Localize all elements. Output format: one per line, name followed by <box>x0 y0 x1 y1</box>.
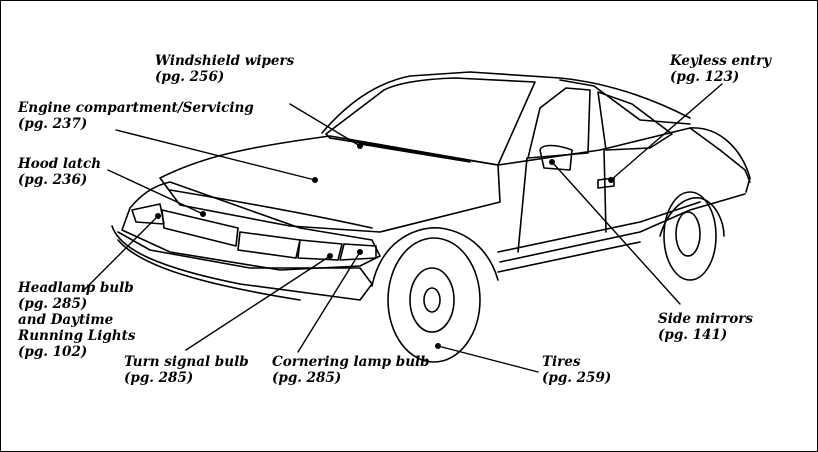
dot-keyless <box>608 177 614 183</box>
label-tires: Tires (pg. 259) <box>542 354 611 386</box>
label-windshield-wipers-name: Windshield wipers <box>155 53 295 69</box>
door-line-2 <box>603 149 607 233</box>
leader-hood-latch <box>107 169 204 215</box>
label-keyless-entry-page: (pg. 123) <box>670 69 740 85</box>
body-side-top <box>497 127 751 193</box>
label-headlamp-extra1: and Daytime <box>18 312 114 328</box>
hood <box>159 135 501 233</box>
grille <box>161 209 239 247</box>
leader-headlamp <box>83 215 159 291</box>
label-headlamp: Headlamp bulb (pg. 285) and Daytime Runn… <box>18 280 135 360</box>
body-molding <box>497 201 701 273</box>
label-engine-compartment-page: (pg. 237) <box>18 116 88 132</box>
label-keyless-entry: Keyless entry (pg. 123) <box>670 53 771 85</box>
cornering-lamp <box>339 243 377 261</box>
headlamp-left <box>131 203 165 225</box>
dot-mirrors <box>549 159 555 165</box>
label-engine-compartment: Engine compartment/Servicing (pg. 237) <box>18 100 254 132</box>
label-turn-signal: Turn signal bulb (pg. 285) <box>124 354 249 386</box>
label-tires-name: Tires <box>542 354 581 370</box>
dot-cornering <box>357 249 363 255</box>
rear-rim <box>675 211 701 257</box>
front-tire <box>387 237 481 363</box>
leader-turn-signal <box>185 255 331 351</box>
bumper-lower <box>117 239 301 301</box>
side-window-rear <box>597 91 673 151</box>
rear-quarter <box>689 127 751 183</box>
label-cornering-lamp-name: Cornering lamp bulb <box>272 354 430 370</box>
leader-tires <box>437 345 539 373</box>
label-side-mirrors-page: (pg. 141) <box>658 327 728 343</box>
front-hub <box>423 287 441 313</box>
turn-signal-lens <box>297 239 343 261</box>
label-tires-page: (pg. 259) <box>542 370 612 386</box>
side-window-front <box>527 87 591 159</box>
rear-tire <box>663 191 717 281</box>
label-hood-latch: Hood latch (pg. 236) <box>18 156 101 188</box>
dot-hood-latch <box>200 211 206 217</box>
label-side-mirrors: Side mirrors (pg. 141) <box>658 311 753 343</box>
dot-headlamp <box>155 213 161 219</box>
rear-window-pillar <box>559 79 691 125</box>
leader-windshield <box>289 103 361 147</box>
label-headlamp-page: (pg. 285) <box>18 296 88 312</box>
label-headlamp-name: Headlamp bulb <box>18 280 134 296</box>
label-windshield-wipers: Windshield wipers (pg. 256) <box>155 53 294 85</box>
rear-wheel-arch <box>659 197 725 237</box>
label-side-mirrors-name: Side mirrors <box>658 311 753 327</box>
headlamp-right <box>237 231 301 259</box>
label-cornering-lamp-page: (pg. 285) <box>272 370 342 386</box>
front-rim <box>409 267 455 333</box>
leader-keyless <box>610 83 723 181</box>
bumper <box>111 225 373 301</box>
label-headlamp-extra2: Running Lights <box>18 328 136 344</box>
dot-tires <box>435 343 441 349</box>
windshield <box>325 77 536 166</box>
label-engine-compartment-name: Engine compartment/Servicing <box>18 100 254 116</box>
label-windshield-wipers-page: (pg. 256) <box>155 69 225 85</box>
car-roof <box>321 71 691 134</box>
label-turn-signal-name: Turn signal bulb <box>124 354 249 370</box>
label-keyless-entry-name: Keyless entry <box>670 53 772 69</box>
leader-cornering <box>297 251 361 353</box>
dot-turn-signal <box>327 253 333 259</box>
hood-crease <box>169 189 373 229</box>
dot-engine <box>312 177 318 183</box>
side-mirror <box>539 144 573 171</box>
label-hood-latch-name: Hood latch <box>18 156 102 172</box>
label-hood-latch-page: (pg. 236) <box>18 172 88 188</box>
wiper-blade <box>329 137 471 163</box>
label-cornering-lamp: Cornering lamp bulb (pg. 285) <box>272 354 430 386</box>
leader-mirrors <box>551 161 681 305</box>
leader-engine <box>115 129 316 181</box>
front-fascia <box>121 181 381 271</box>
front-wheel-arch <box>371 227 499 287</box>
door-line <box>517 157 528 253</box>
dot-windshield <box>357 143 363 149</box>
label-headlamp-extra-page: (pg. 102) <box>18 344 88 360</box>
label-turn-signal-page: (pg. 285) <box>124 370 194 386</box>
